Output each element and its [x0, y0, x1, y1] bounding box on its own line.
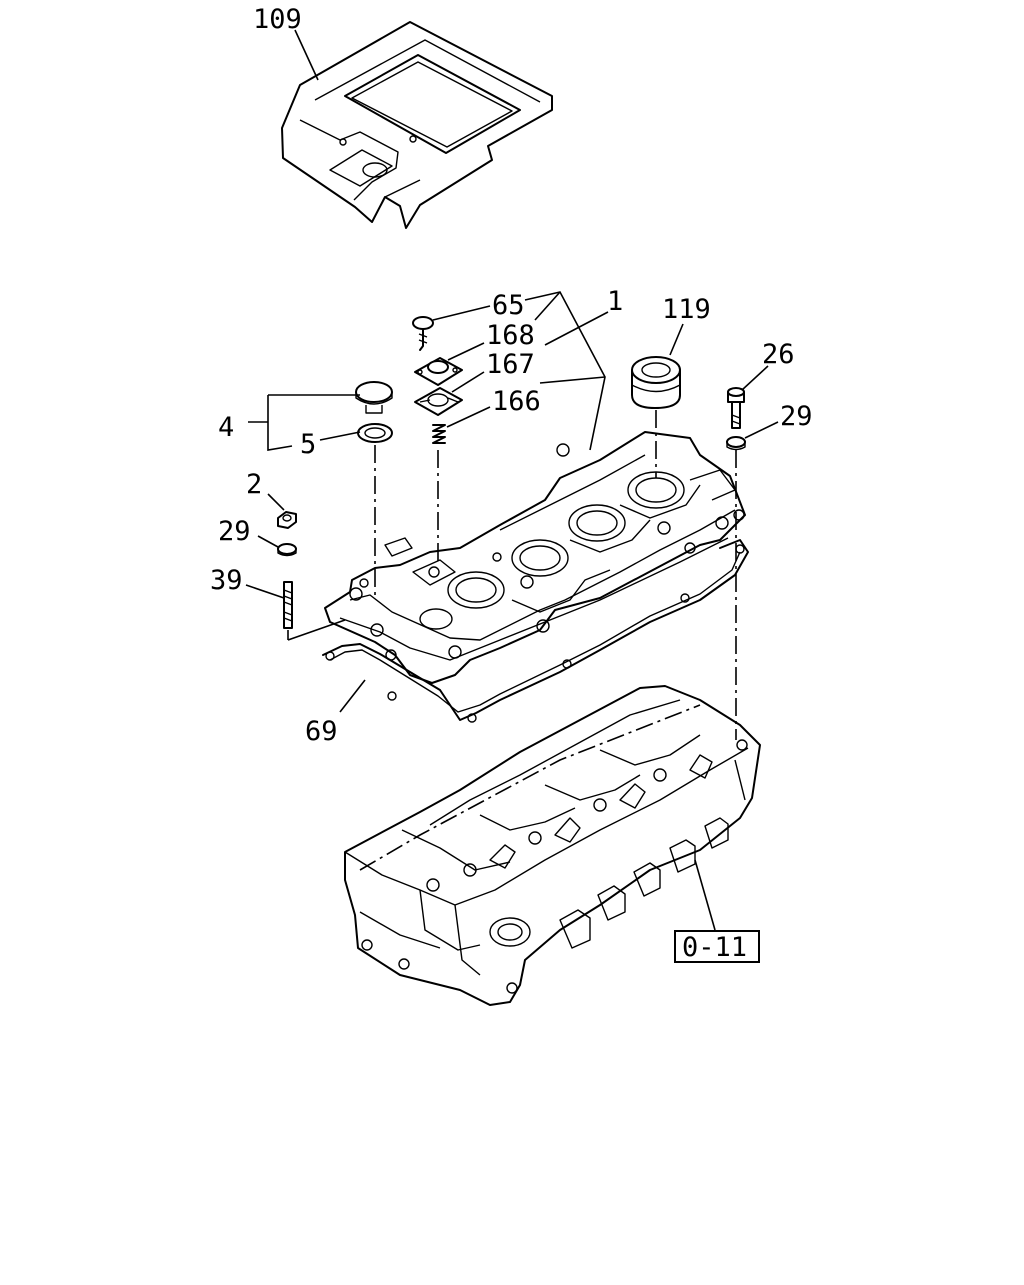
cylinder-head-part	[344, 685, 761, 1006]
leader-lines	[245, 29, 779, 931]
oil-cap-part-4	[355, 381, 393, 414]
label-29-left: 29	[218, 516, 251, 547]
washer-part-29-left	[277, 543, 297, 557]
bolt-part-26	[727, 387, 745, 429]
stud-part-39	[283, 581, 293, 629]
label-109: 109	[253, 4, 302, 35]
plate-part-167	[414, 387, 463, 416]
label-26: 26	[762, 339, 795, 370]
label-119: 119	[662, 294, 711, 325]
label-2: 2	[246, 469, 262, 500]
label-167: 167	[486, 349, 535, 380]
gasket-part	[322, 539, 749, 723]
screw-part-65	[412, 316, 434, 351]
label-69: 69	[305, 716, 338, 747]
label-166: 166	[492, 386, 541, 417]
reference-label: 0-11	[682, 932, 747, 963]
spring-part-166	[432, 424, 446, 444]
label-4: 4	[218, 412, 234, 443]
engine-cover-part	[281, 21, 553, 229]
plate-part-168	[414, 357, 463, 386]
reference-box	[674, 930, 760, 963]
nut-part-2	[277, 511, 297, 529]
label-65: 65	[492, 290, 525, 321]
label-168: 168	[486, 320, 535, 351]
washer-part-29-right	[726, 436, 746, 451]
label-1: 1	[607, 286, 623, 317]
label-39: 39	[210, 565, 243, 596]
cylinder-head-cover-part	[324, 431, 746, 684]
label-29-right: 29	[780, 401, 813, 432]
oring-part-5	[357, 423, 393, 443]
seal-part-119	[631, 356, 681, 409]
label-5: 5	[300, 429, 316, 460]
